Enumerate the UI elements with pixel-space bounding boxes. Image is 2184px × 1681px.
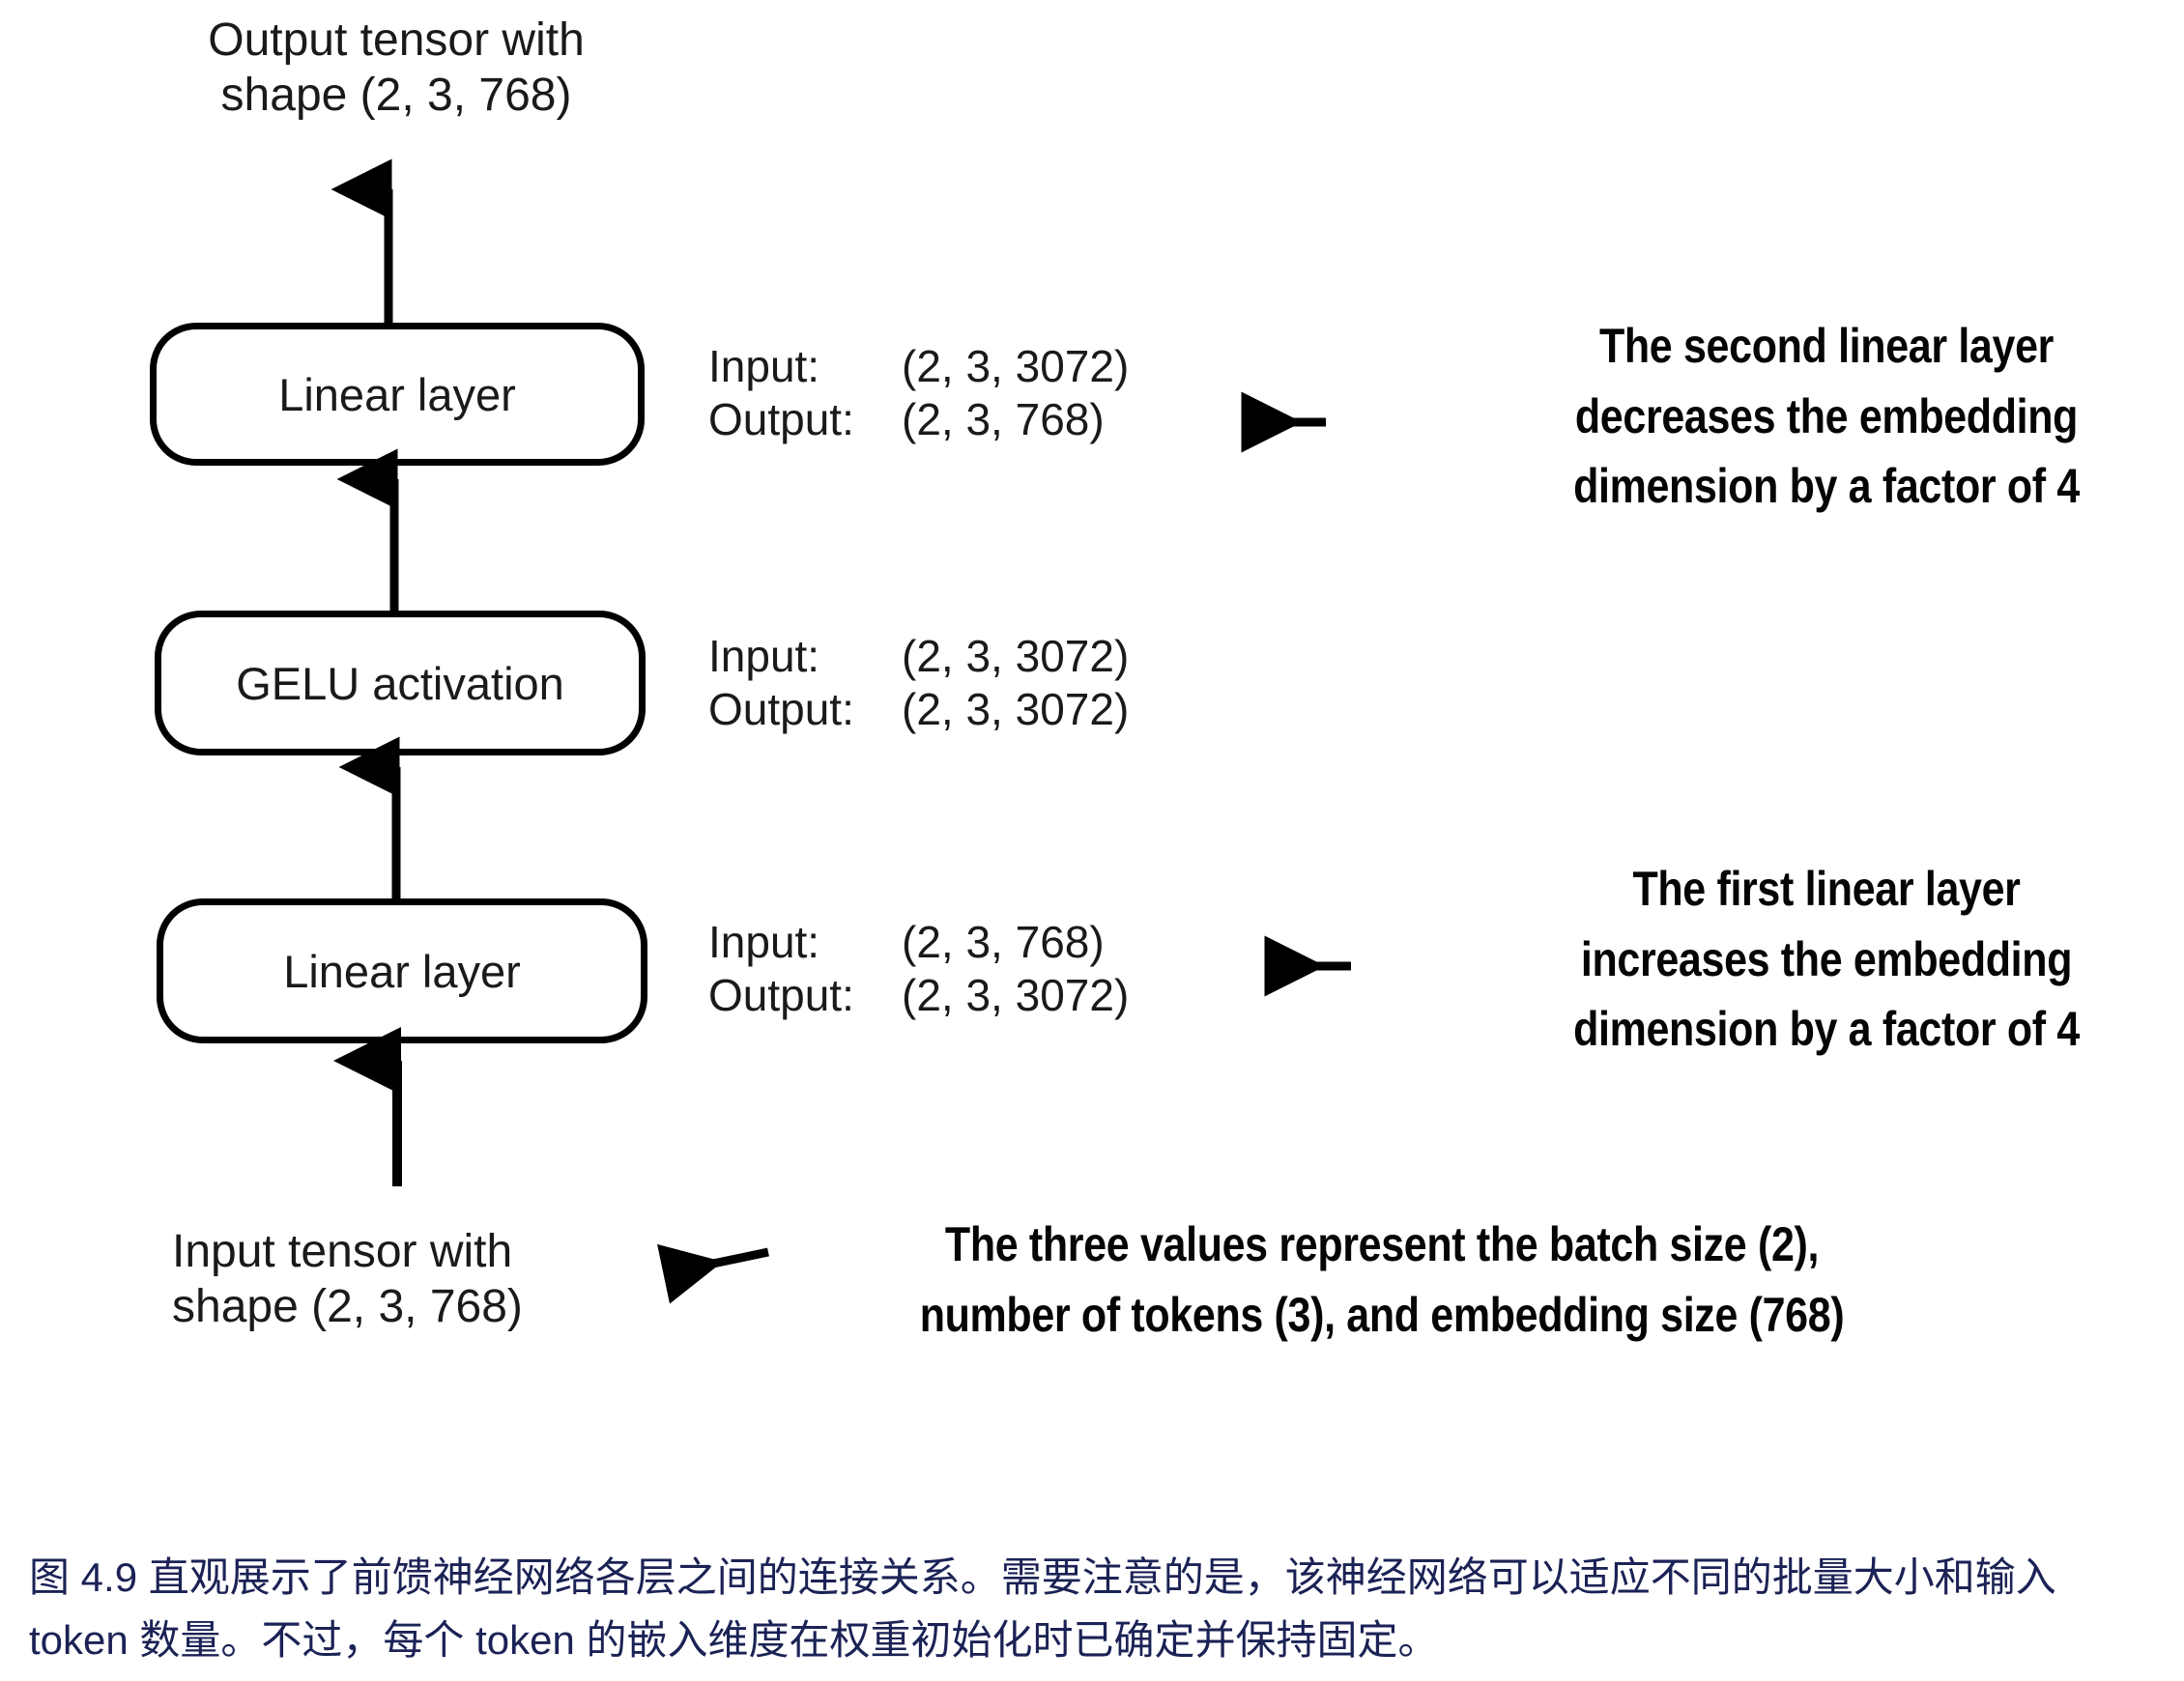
io-output-key: Output: bbox=[708, 970, 854, 1021]
io-input-key: Input: bbox=[708, 341, 820, 391]
io-input-value: (2, 3, 3072) bbox=[902, 631, 1130, 681]
box-linear-layer-1-label: Linear layer bbox=[283, 945, 521, 997]
figure-caption: 图 4.9 直观展示了前馈神经网络各层之间的连接关系。需要注意的是，该神经网络可… bbox=[29, 1554, 2056, 1664]
output-tensor-label: Output tensor with shape (2, 3, 768) bbox=[208, 14, 585, 121]
annotation-second-linear-layer: The second linear layer decreases the em… bbox=[1573, 319, 2080, 513]
box-gelu-activation-label: GELU activation bbox=[236, 657, 564, 709]
io-block-gelu-activation: Input: (2, 3, 3072) Output: (2, 3, 3072) bbox=[708, 630, 1129, 736]
input-tensor-label: Input tensor with shape (2, 3, 768) bbox=[172, 1226, 523, 1332]
io-output-value: (2, 3, 3072) bbox=[902, 684, 1130, 735]
io-row-input: Input: (2, 3, 3072) bbox=[708, 340, 1129, 393]
io-input-value: (2, 3, 3072) bbox=[902, 341, 1130, 391]
arrow-note-three-values bbox=[657, 1243, 769, 1304]
io-block-linear-layer-2: Input: (2, 3, 3072) Output: (2, 3, 768) bbox=[708, 340, 1129, 446]
annotation-three-values: The three values represent the batch siz… bbox=[919, 1217, 1845, 1342]
io-output-key: Output: bbox=[708, 394, 854, 445]
io-row-input: Input: (2, 3, 768) bbox=[708, 916, 1129, 969]
io-output-value: (2, 3, 3072) bbox=[902, 970, 1130, 1021]
io-input-value: (2, 3, 768) bbox=[902, 917, 1105, 967]
box-linear-layer-2[interactable]: Linear layer bbox=[150, 323, 645, 466]
io-row-output: Output: (2, 3, 768) bbox=[708, 393, 1129, 446]
box-linear-layer-2-label: Linear layer bbox=[278, 368, 516, 420]
io-output-value: (2, 3, 768) bbox=[902, 394, 1105, 445]
io-row-output: Output: (2, 3, 3072) bbox=[708, 969, 1129, 1022]
io-row-input: Input: (2, 3, 3072) bbox=[708, 630, 1129, 683]
box-gelu-activation[interactable]: GELU activation bbox=[155, 611, 646, 755]
io-output-key: Output: bbox=[708, 684, 854, 735]
annotation-first-linear-layer: The first linear layer increases the emb… bbox=[1573, 862, 2080, 1056]
io-input-key: Input: bbox=[708, 631, 820, 681]
box-linear-layer-1[interactable]: Linear layer bbox=[157, 898, 647, 1043]
io-block-linear-layer-1: Input: (2, 3, 768) Output: (2, 3, 3072) bbox=[708, 916, 1129, 1022]
io-row-output: Output: (2, 3, 3072) bbox=[708, 683, 1129, 736]
io-input-key: Input: bbox=[708, 917, 820, 967]
